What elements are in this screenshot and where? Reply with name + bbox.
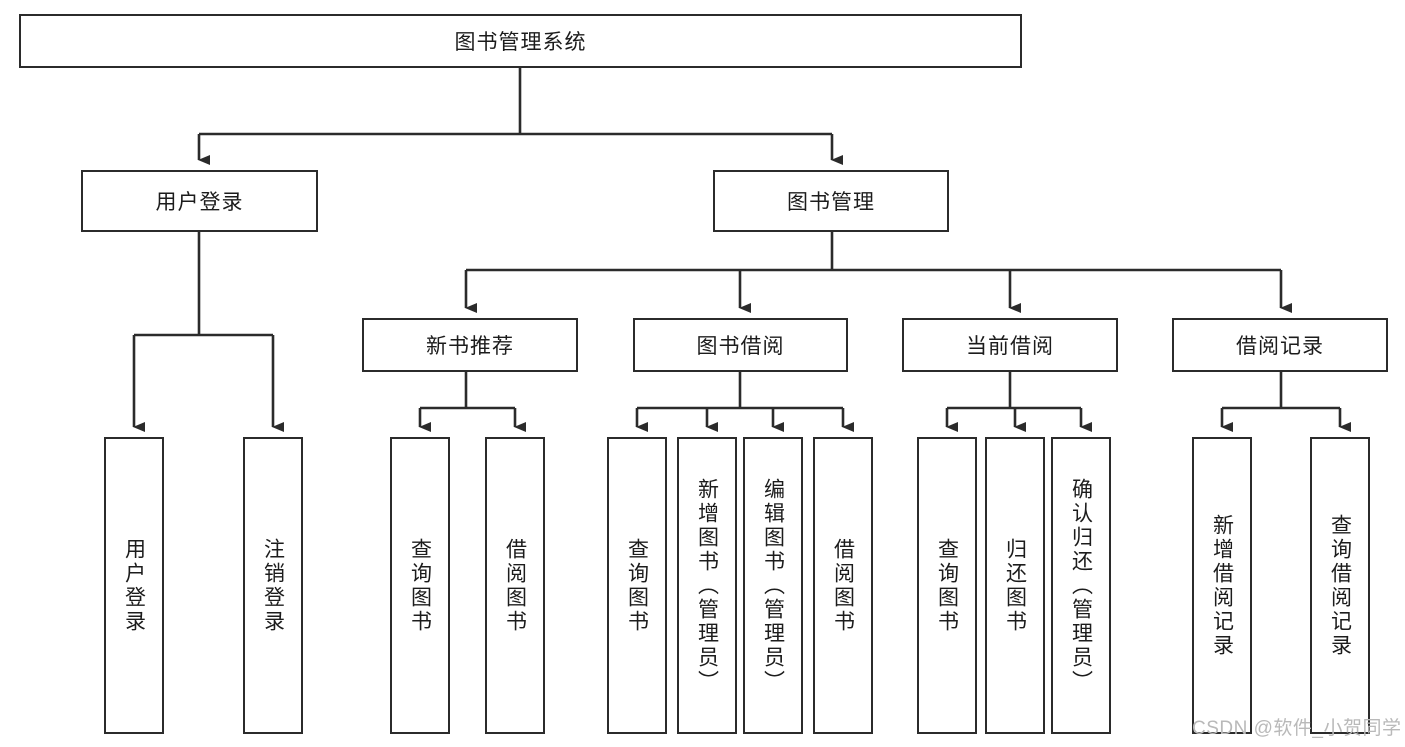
- node-user-login-label: 用户登录: [155, 191, 244, 214]
- node-book-manage-label: 图书管理: [787, 191, 875, 214]
- leaf-return-book[interactable]: 归还图书: [985, 437, 1045, 734]
- leaf-user-logout[interactable]: 注销登录: [243, 437, 303, 734]
- leaf-query-book-3-label: 查询图书: [935, 537, 959, 634]
- node-book-borrow-label: 图书借阅: [696, 335, 785, 358]
- leaf-user-login[interactable]: 用户登录: [104, 437, 164, 734]
- leaf-borrow-book-1-label: 借阅图书: [503, 537, 527, 634]
- leaf-add-record-label: 新增借阅记录: [1210, 513, 1234, 658]
- leaf-query-book-1-label: 查询图书: [408, 537, 432, 634]
- node-current-borrow[interactable]: 当前借阅: [902, 318, 1118, 372]
- leaf-edit-book-label: 编辑图书（管理员）: [761, 477, 785, 694]
- node-new-book-rec-label: 新书推荐: [426, 335, 514, 358]
- node-book-manage[interactable]: 图书管理: [713, 170, 949, 232]
- leaf-add-book-label: 新增图书（管理员）: [695, 477, 719, 694]
- leaf-confirm-return[interactable]: 确认归还（管理员）: [1051, 437, 1111, 734]
- leaf-query-book-2[interactable]: 查询图书: [607, 437, 667, 734]
- csdn-watermark: CSDN @软件_小贺同学: [1192, 718, 1402, 739]
- leaf-query-record[interactable]: 查询借阅记录: [1310, 437, 1370, 734]
- leaf-user-logout-label: 注销登录: [261, 537, 285, 634]
- leaf-query-book-2-label: 查询图书: [625, 537, 649, 634]
- leaf-query-book-1[interactable]: 查询图书: [390, 437, 450, 734]
- node-borrow-record-label: 借阅记录: [1236, 335, 1324, 358]
- node-root[interactable]: 图书管理系统: [19, 14, 1022, 68]
- node-new-book-rec[interactable]: 新书推荐: [362, 318, 578, 372]
- leaf-add-record[interactable]: 新增借阅记录: [1192, 437, 1252, 734]
- leaf-add-book[interactable]: 新增图书（管理员）: [677, 437, 737, 734]
- leaf-return-book-label: 归还图书: [1003, 537, 1027, 634]
- leaf-query-book-3[interactable]: 查询图书: [917, 437, 977, 734]
- leaf-edit-book[interactable]: 编辑图书（管理员）: [743, 437, 803, 734]
- node-root-label: 图书管理系统: [454, 31, 587, 54]
- leaf-borrow-book-2-label: 借阅图书: [831, 537, 855, 634]
- node-book-borrow[interactable]: 图书借阅: [633, 318, 848, 372]
- leaf-borrow-book-1[interactable]: 借阅图书: [485, 437, 545, 734]
- leaf-query-record-label: 查询借阅记录: [1328, 513, 1352, 658]
- leaf-user-login-label: 用户登录: [122, 537, 146, 634]
- node-borrow-record[interactable]: 借阅记录: [1172, 318, 1388, 372]
- leaf-confirm-return-label: 确认归还（管理员）: [1069, 477, 1093, 694]
- leaf-borrow-book-2[interactable]: 借阅图书: [813, 437, 873, 734]
- node-user-login[interactable]: 用户登录: [81, 170, 318, 232]
- node-current-borrow-label: 当前借阅: [966, 335, 1054, 358]
